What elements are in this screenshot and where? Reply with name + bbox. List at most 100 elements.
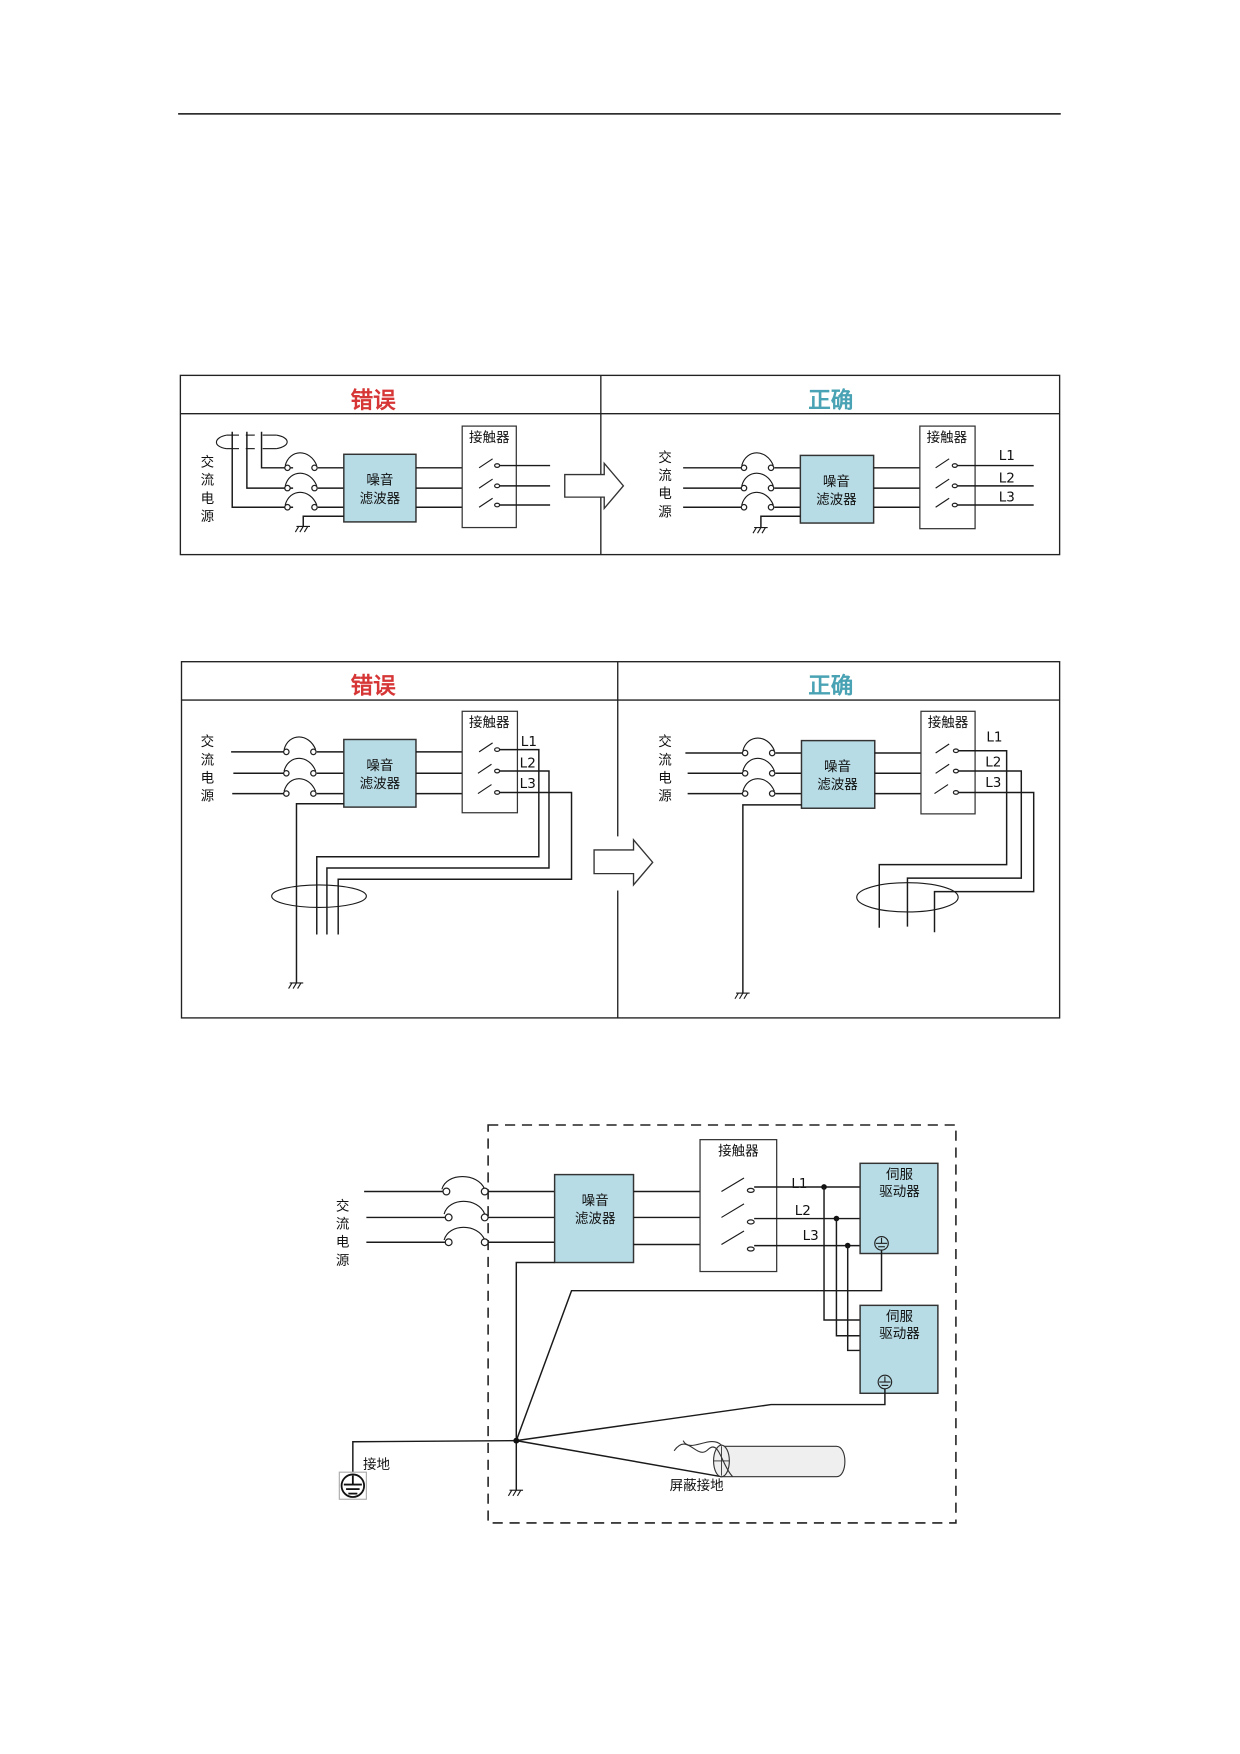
filter-ground-wire (760, 515, 801, 528)
phase-label-l2: L2 (795, 1203, 811, 1219)
servo-drive-1: 伺服 驱动器 (859, 1162, 939, 1255)
svg-text:交: 交 (658, 449, 672, 466)
svg-text:流: 流 (336, 1217, 350, 1233)
ferrite-core (271, 884, 367, 908)
phase-label-l1: L1 (521, 734, 537, 750)
noise-filter: 噪音 滤波器 (799, 454, 875, 524)
svg-text:伺服: 伺服 (886, 1309, 914, 1325)
svg-text:源: 源 (658, 504, 672, 520)
svg-text:接触器: 接触器 (469, 429, 510, 446)
phase-label-l3: L3 (985, 775, 1001, 791)
figure-1-frame (179, 374, 1061, 556)
phase-label-l1: L1 (791, 1176, 807, 1192)
arrow-right-icon (564, 461, 625, 511)
svg-text:电: 电 (658, 486, 672, 502)
wire-l2-in (246, 431, 294, 489)
svg-text:源: 源 (336, 1253, 350, 1269)
bundle-loop-left (215, 434, 227, 450)
branch-l2 (835, 1218, 861, 1337)
phase-label-l3: L3 (520, 776, 536, 792)
ground-terminal-icon (338, 1471, 367, 1500)
svg-text:噪音: 噪音 (366, 472, 393, 489)
svg-text:交: 交 (201, 733, 215, 750)
figure-2-correct-panel: 交 流 电 源 噪音 滤波器 (658, 710, 1035, 1000)
ground-label: 接地 (363, 1456, 391, 1473)
ac-power-label: 交 流 电 源 (658, 733, 672, 804)
noise-filter: 噪音 滤波器 (343, 738, 417, 808)
figure-2: 错误 正确 交 流 电 源 (180, 661, 1061, 1019)
circuit-breaker (740, 452, 775, 511)
svg-text:电: 电 (658, 770, 672, 786)
circuit-breaker (284, 452, 318, 511)
phase-label-l2: L2 (985, 755, 1001, 771)
svg-text:接触器: 接触器 (928, 714, 969, 731)
shield-ground-label: 屏蔽接地 (670, 1477, 725, 1494)
figure-1: 错误 正确 交 流 电 源 (179, 374, 1061, 556)
filter-ground-wire (515, 1261, 555, 1491)
output-wire-l3 (337, 791, 573, 935)
correct-title: 正确 (808, 673, 853, 699)
figure-3: 交 流 电 源 噪音 滤波器 接触器 (336, 1124, 957, 1524)
contactor: 接触器 (920, 710, 976, 815)
contactor: 接触器 (461, 425, 517, 529)
svg-text:交: 交 (336, 1198, 350, 1215)
svg-text:交: 交 (658, 733, 672, 750)
svg-text:驱动器: 驱动器 (879, 1184, 920, 1200)
svg-text:交: 交 (201, 454, 215, 471)
output-wire-l1 (316, 748, 540, 935)
filter-ground-wire (302, 515, 344, 527)
shielded-cable-icon (673, 1440, 846, 1478)
earth-ground-icon (752, 526, 769, 534)
svg-text:流: 流 (658, 468, 672, 484)
branch-l3 (846, 1245, 861, 1352)
svg-text:流: 流 (201, 473, 215, 489)
phase-label-l2: L2 (999, 470, 1015, 486)
svg-text:接触器: 接触器 (718, 1142, 759, 1159)
phase-label-l1: L1 (999, 448, 1015, 464)
svg-text:噪音: 噪音 (824, 758, 851, 775)
bundle-loop-right (276, 434, 288, 450)
wire-l3-in (231, 431, 294, 508)
svg-text:滤波器: 滤波器 (817, 777, 858, 793)
noise-filter: 噪音 滤波器 (553, 1173, 635, 1264)
noise-filter: 噪音 滤波器 (343, 453, 417, 523)
figure-1-correct-panel: 交 流 电 源 噪音 滤波器 (658, 425, 1034, 534)
svg-text:电: 电 (201, 491, 215, 507)
contactor: 接触器 (461, 710, 519, 814)
contactor: 接触器 (699, 1139, 778, 1273)
earth-ground-icon (288, 982, 304, 990)
ac-power-label: 交 流 电 源 (201, 454, 215, 525)
filter-ground-wire (295, 802, 344, 983)
figure-2-frame (180, 661, 1061, 1019)
wrong-title: 错误 (351, 387, 397, 414)
svg-text:伺服: 伺服 (886, 1167, 914, 1183)
shield-ground-wire (516, 1439, 722, 1478)
wrong-title: 错误 (351, 672, 397, 699)
svg-text:源: 源 (201, 788, 215, 804)
output-wire-l2 (906, 770, 1023, 927)
figure-2-wrong-panel: 交 流 电 源 噪音 滤波器 (201, 710, 573, 990)
earth-ground-icon (507, 1489, 524, 1497)
wire-l1-in (260, 431, 294, 469)
circuit-breaker (441, 1176, 489, 1247)
svg-text:电: 电 (201, 770, 215, 786)
ferrite-core (856, 882, 959, 913)
ground-junction-dot (513, 1437, 520, 1444)
figure-1-wrong-panel: 交 流 电 源 (201, 425, 551, 533)
svg-text:流: 流 (658, 752, 672, 768)
svg-text:噪音: 噪音 (823, 473, 850, 490)
earth-ground-icon (734, 992, 751, 1000)
svg-text:滤波器: 滤波器 (816, 492, 857, 508)
svg-text:噪音: 噪音 (582, 1192, 609, 1209)
phase-label-l1: L1 (986, 730, 1002, 746)
svg-text:电: 电 (336, 1235, 350, 1251)
servo-drive-2: 伺服 驱动器 (859, 1304, 939, 1395)
filter-ground-wire (742, 804, 802, 994)
circuit-breaker (283, 736, 317, 797)
ac-power-label: 交 流 电 源 (658, 449, 672, 520)
servo1-ground-wire (515, 1250, 883, 1441)
phase-label-l3: L3 (803, 1228, 819, 1244)
svg-text:驱动器: 驱动器 (879, 1326, 920, 1342)
branch-l1 (823, 1186, 861, 1321)
